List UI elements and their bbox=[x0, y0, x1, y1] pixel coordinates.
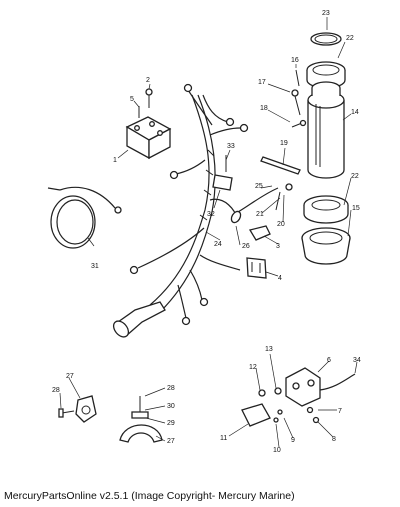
callout-30: 30 bbox=[167, 403, 175, 410]
callout-27a: 27 bbox=[66, 373, 74, 380]
wiring-harness-24 bbox=[112, 83, 249, 338]
callout-13: 13 bbox=[265, 346, 273, 353]
clamp-32 bbox=[212, 155, 233, 191]
copyright-footer: MercuryPartsOnline v2.5.1 (Image Copyrig… bbox=[4, 490, 295, 502]
callout-34: 34 bbox=[353, 357, 361, 364]
parts-diagram: 23 22 16 17 14 18 19 22 25 15 21 20 3 4 … bbox=[47, 10, 361, 454]
callout-6: 6 bbox=[327, 357, 331, 364]
callout-4: 4 bbox=[278, 275, 282, 282]
clamp-27b bbox=[119, 396, 163, 443]
callout-28b: 28 bbox=[167, 385, 175, 392]
callout-19: 19 bbox=[280, 140, 288, 147]
callout-33: 33 bbox=[227, 143, 235, 150]
lead-25 bbox=[230, 187, 279, 224]
callout-labels: 23 22 16 17 14 18 19 22 25 15 21 20 3 4 … bbox=[52, 10, 361, 454]
callout-28a: 28 bbox=[52, 387, 60, 394]
callout-3: 3 bbox=[276, 243, 280, 250]
strap-19 bbox=[260, 156, 301, 175]
callout-17: 17 bbox=[258, 79, 266, 86]
callout-29: 29 bbox=[167, 420, 175, 427]
callout-24: 24 bbox=[214, 241, 222, 248]
callout-31: 31 bbox=[91, 263, 99, 270]
callout-12: 12 bbox=[249, 364, 257, 371]
callout-22a: 22 bbox=[346, 35, 354, 42]
callout-8: 8 bbox=[332, 436, 336, 443]
callout-11: 11 bbox=[220, 435, 227, 442]
callout-18: 18 bbox=[260, 105, 268, 112]
callout-20: 20 bbox=[277, 221, 285, 228]
callout-25: 25 bbox=[255, 183, 263, 190]
callout-22b: 22 bbox=[351, 173, 359, 180]
callout-16: 16 bbox=[291, 57, 299, 64]
callout-27b: 27 bbox=[167, 438, 175, 445]
clamp-27 bbox=[58, 395, 97, 423]
callout-32: 32 bbox=[207, 211, 215, 218]
motor-housing bbox=[307, 100, 345, 179]
callout-15: 15 bbox=[352, 205, 360, 212]
solenoid-assembly bbox=[241, 367, 356, 427]
battery-cable-31 bbox=[47, 186, 122, 249]
callout-1: 1 bbox=[113, 157, 117, 164]
callout-2: 2 bbox=[146, 77, 150, 84]
callout-5: 5 bbox=[130, 96, 134, 103]
callout-21: 21 bbox=[256, 211, 264, 218]
callout-9: 9 bbox=[291, 437, 295, 444]
starter-motor-assembly bbox=[246, 32, 351, 279]
callout-23: 23 bbox=[322, 10, 330, 17]
callout-7: 7 bbox=[338, 408, 342, 415]
callout-26: 26 bbox=[242, 243, 250, 250]
callout-14: 14 bbox=[351, 109, 359, 116]
callout-10: 10 bbox=[273, 447, 281, 454]
